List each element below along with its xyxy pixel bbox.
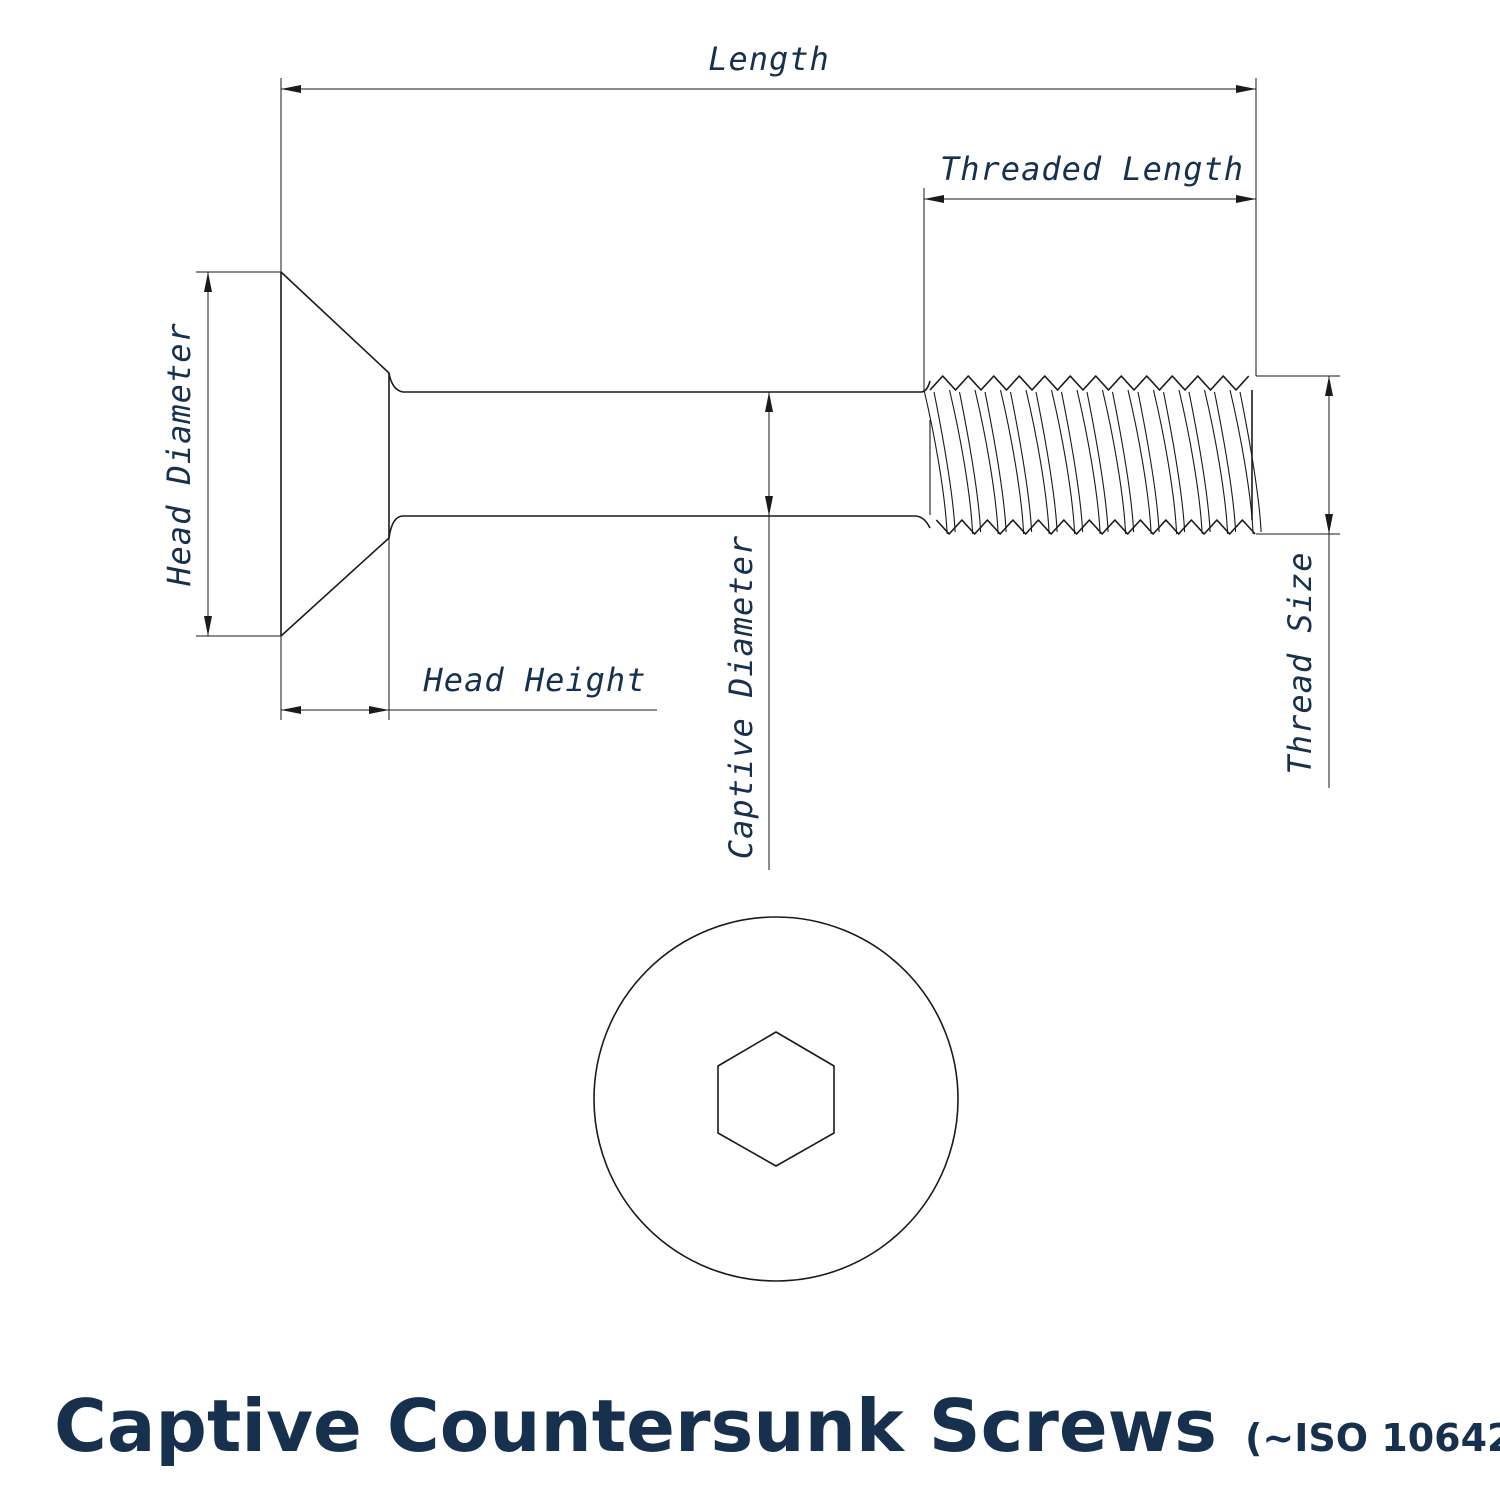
head-cone-upper [280,271,931,393]
thread-size-arrow-bottom [1325,514,1333,534]
head-diameter-label: Head Diameter [160,322,198,586]
length-arrow-left [281,85,301,93]
thread-helix-line [1050,389,1076,535]
thread-helix-line [1127,389,1152,535]
thread-helix-line [1162,391,1186,533]
dimension-labels: Length Threaded Length Head Diameter Hea… [160,40,1319,859]
thread-helix-line [923,389,948,535]
head-height-label: Head Height [423,661,647,699]
threaded-length-arrow-right [1236,195,1256,203]
captive-diameter-arrow-bottom [765,496,773,516]
thread-helix-line [958,391,982,533]
captive-diameter-arrow-top [765,392,773,412]
head-height-arrow-right [369,706,389,714]
thread-crest-top [929,375,1250,391]
head-height-arrow-left [281,706,301,714]
threaded-length-arrow-left [924,195,944,203]
length-arrow-right [1236,85,1256,93]
thread-helix-line [1152,389,1178,535]
thread-helix-line [974,389,999,535]
captive-diameter-label: Captive Diameter [722,535,760,859]
head-cone-lower [280,515,931,637]
thread-helix-line [1035,391,1058,533]
thread-helix-line [1188,391,1211,533]
thread-helix-line [1111,391,1135,533]
thread-size-arrow-top [1325,376,1333,396]
thread-helix-line [1178,389,1203,535]
thread-helix-line [1025,389,1050,535]
thread-crest-bottom [935,519,1256,535]
thread-helix-line [1009,391,1033,533]
thread-helix-line [1060,391,1084,533]
hex-socket-icon [717,1031,835,1167]
screw-side-view [280,271,1262,637]
thread-helix-line [999,389,1025,535]
head-circle [593,916,959,1282]
thread-helix-line [1076,389,1101,535]
title-sub: (~ISO 10642) [1245,1416,1500,1460]
head-diameter-arrow-top [204,272,212,292]
thread-size-label: Thread Size [1281,552,1319,775]
threaded-section [923,375,1262,535]
thread-helix-line [1203,389,1229,535]
thread-helix-line [1086,391,1109,533]
thread-helix-line [1213,391,1237,533]
thread-helix-line [1229,389,1254,535]
length-label: Length [708,40,830,78]
thread-helix-line [1239,391,1262,533]
screw-top-view [593,916,959,1282]
title-main: Captive Countersunk Screws [54,1384,1217,1468]
head-diameter-arrow-bottom [204,616,212,636]
dimension-lines [196,78,1340,870]
thread-helix-line [933,391,956,533]
thread-helix-line [984,391,1007,533]
thread-helix-line [948,389,974,535]
page-title: Captive Countersunk Screws (~ISO 10642) [54,1384,1500,1468]
thread-helix-line [1137,391,1160,533]
threaded-length-label: Threaded Length [940,150,1244,188]
thread-helix-line [1101,389,1127,535]
